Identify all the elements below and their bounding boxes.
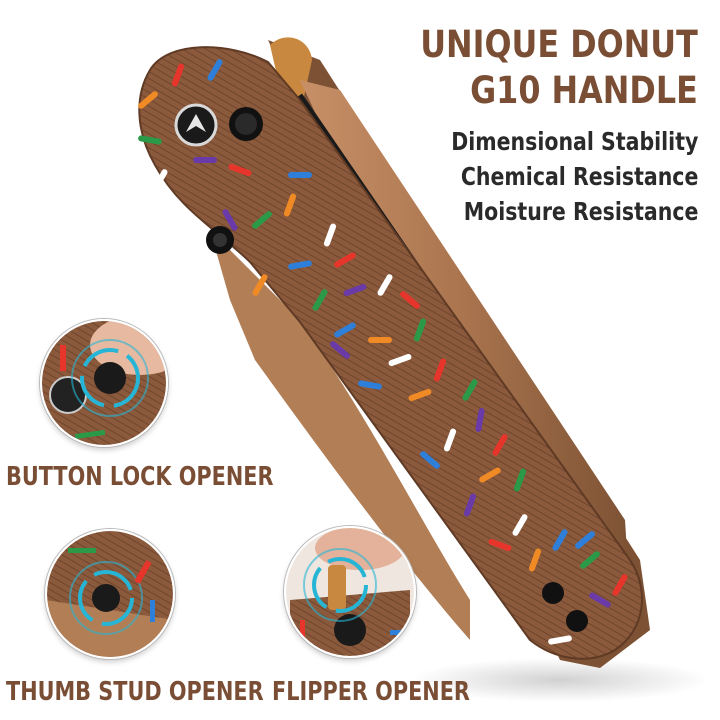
feature-item: Dimensional Stability <box>450 127 698 156</box>
sprinkle <box>479 467 501 483</box>
sprinkle <box>580 551 600 569</box>
g10-handle <box>138 46 643 660</box>
headline-line-1: UNIQUE DONUT <box>420 23 698 66</box>
sprinkle <box>475 408 485 432</box>
sprinkle <box>552 529 568 551</box>
brand-logo-icon <box>174 103 218 147</box>
flipper-circle <box>284 526 416 658</box>
sprinkle <box>400 291 420 309</box>
sprinkle <box>548 635 572 645</box>
sprinkle <box>138 135 162 145</box>
feature-list: Dimensional Stability Chemical Resistanc… <box>451 124 698 229</box>
sprinkle <box>207 59 223 81</box>
sprinkle <box>377 274 393 296</box>
sprinkle <box>433 358 447 382</box>
sprinkle <box>138 91 158 109</box>
sprinkle <box>334 252 356 268</box>
pivot-screw-icon <box>542 582 588 632</box>
sprinkle <box>252 274 268 296</box>
floor-shadow <box>410 658 710 702</box>
sprinkle <box>420 451 440 469</box>
sprinkle <box>413 318 427 342</box>
sprinkle <box>358 380 382 390</box>
thumb-stud-label: THUMB STUD OPENER <box>6 677 264 707</box>
sprinkle <box>575 531 595 549</box>
sprinkle <box>443 428 457 452</box>
sprinkle <box>612 574 628 596</box>
blade-lower <box>210 230 470 640</box>
sprinkle <box>408 388 432 402</box>
feature-item: Moisture Resistance <box>463 197 698 226</box>
sprinkle <box>222 209 238 231</box>
thumb-stud-circle <box>45 529 175 659</box>
sprinkle <box>368 337 392 343</box>
sprinkle <box>512 514 528 536</box>
button-lock-label: BUTTON LOCK OPENER <box>6 462 274 492</box>
button-lock-circle <box>40 319 168 447</box>
headline: UNIQUE DONUT G10 HANDLE <box>420 22 698 114</box>
sprinkle <box>193 157 217 163</box>
sprinkle <box>283 193 297 217</box>
thumb-stud-icon <box>206 226 234 254</box>
feature-item: Chemical Resistance <box>460 162 698 191</box>
sprinkle <box>343 283 367 297</box>
sprinkle <box>488 538 512 552</box>
sprinkle <box>492 434 508 456</box>
headline-line-2: G10 HANDLE <box>470 69 698 112</box>
sprinkle <box>330 341 350 359</box>
sprinkle <box>288 260 312 270</box>
sprinkle <box>334 322 356 338</box>
sprinkle <box>528 548 542 572</box>
sprinkle <box>513 468 527 492</box>
sprinkle <box>388 353 412 367</box>
sprinkle <box>228 163 252 177</box>
sprinkle <box>312 289 328 311</box>
flipper-label: FLIPPER OPENER <box>272 677 470 707</box>
sprinkle <box>252 211 272 229</box>
sprinkle <box>462 379 478 401</box>
sprinkles <box>138 59 628 645</box>
sprinkle <box>171 63 185 87</box>
button-lock-icon <box>229 107 263 141</box>
sprinkle <box>152 169 168 191</box>
sprinkle <box>463 493 477 517</box>
sprinkle <box>323 223 337 247</box>
sprinkle <box>589 592 611 608</box>
sprinkle <box>288 172 312 178</box>
